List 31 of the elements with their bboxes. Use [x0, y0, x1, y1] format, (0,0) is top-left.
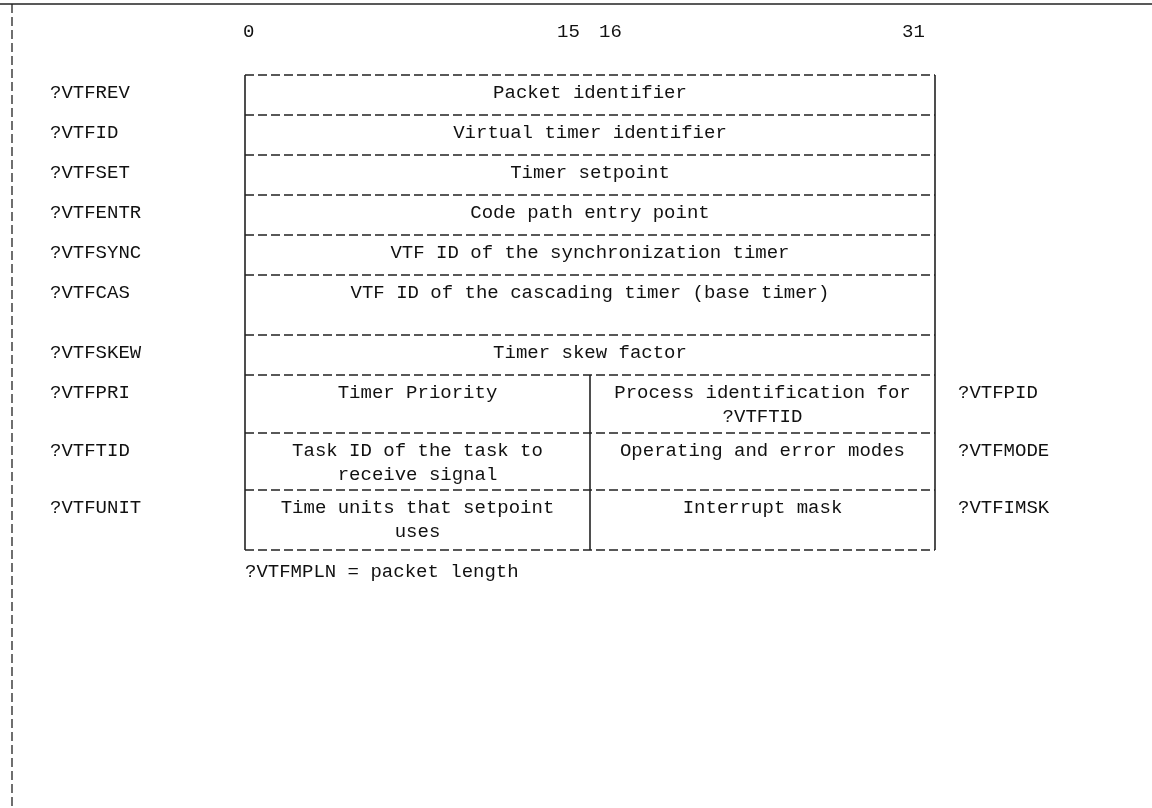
bit-number: 0 — [243, 20, 256, 45]
bit-number: 31 — [902, 20, 926, 45]
bit-number: 16 — [599, 20, 623, 45]
field-description: Timer Priority — [336, 381, 499, 406]
field-mnemonic: ?VTFSYNC — [50, 241, 143, 266]
field-mnemonic: ?VTFMODE — [958, 439, 1051, 464]
field-description: Interrupt mask — [681, 496, 844, 521]
field-description: Operating and error modes — [618, 439, 906, 464]
field-description: Process identification for ?VTFTID — [613, 381, 912, 430]
field-description: Timer skew factor — [492, 341, 688, 366]
field-description: VTF ID of the cascading timer (base timer) — [349, 281, 831, 306]
field-mnemonic: ?VTFCAS — [50, 281, 131, 306]
field-description: Code path entry point — [469, 201, 711, 226]
field-description: Timer setpoint — [509, 161, 671, 186]
field-description: VTF ID of the synchronization timer — [389, 241, 791, 266]
field-mnemonic: ?VTFIMSK — [958, 496, 1051, 521]
length-note: ?VTFMPLN = packet length — [245, 560, 520, 585]
bit-number: 15 — [557, 20, 581, 45]
field-description: Virtual timer identifier — [452, 121, 728, 146]
field-description: Task ID of the task to receive signal — [291, 439, 544, 488]
field-mnemonic: ?VTFREV — [50, 81, 131, 106]
field-description: Time units that setpoint uses — [279, 496, 556, 545]
field-mnemonic: ?VTFSET — [50, 161, 131, 186]
field-mnemonic: ?VTFPRI — [50, 381, 131, 406]
field-mnemonic: ?VTFID — [50, 121, 120, 146]
field-mnemonic: ?VTFTID — [50, 439, 131, 464]
field-mnemonic: ?VTFSKEW — [50, 341, 143, 366]
field-mnemonic: ?VTFUNIT — [50, 496, 143, 521]
field-description: Packet identifier — [492, 81, 688, 106]
field-mnemonic: ?VTFENTR — [50, 201, 143, 226]
field-mnemonic: ?VTFPID — [958, 381, 1039, 406]
